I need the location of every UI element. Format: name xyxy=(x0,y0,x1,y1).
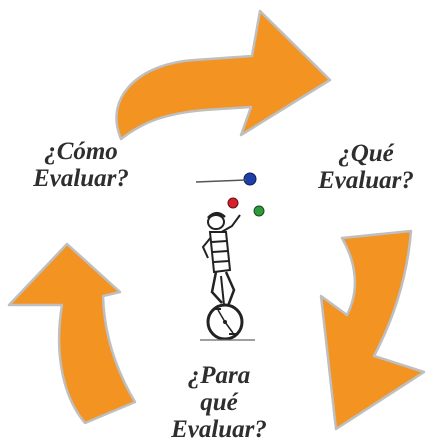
label-como-line-2: Evaluar? xyxy=(33,165,129,192)
label-que-line-2: Evaluar? xyxy=(318,167,414,194)
label-que-evaluar: ¿Qué Evaluar? xyxy=(303,140,429,194)
label-como-line-1: ¿Cómo xyxy=(44,138,118,165)
label-que-line-1: ¿Qué xyxy=(338,140,394,167)
arrow-top xyxy=(115,9,332,141)
label-para-line-2: qué xyxy=(200,389,238,416)
label-para-que-evaluar: ¿Para qué Evaluar? xyxy=(160,362,278,443)
unicyclist-juggler-icon xyxy=(195,172,265,341)
arrow-left xyxy=(7,242,137,425)
ball-red xyxy=(227,197,239,209)
label-para-line-1: ¿Para xyxy=(187,362,251,389)
ball-green xyxy=(253,205,265,217)
label-como-evaluar: ¿Cómo Evaluar? xyxy=(20,138,142,192)
ball-blue xyxy=(243,172,257,186)
arrow-right xyxy=(319,229,426,431)
